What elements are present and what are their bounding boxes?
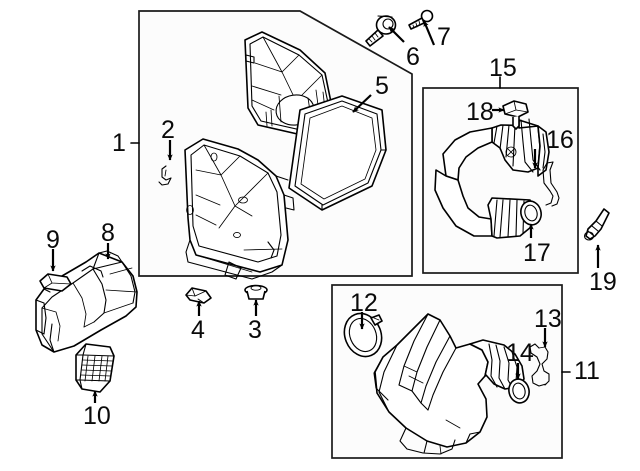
duct-clip-9 [39,273,72,292]
arrow-5 [352,94,372,113]
callout-3[interactable]: 3 [248,316,262,344]
bracket-clip-4 [185,287,212,304]
callout-12[interactable]: 12 [350,289,378,317]
callout-13[interactable]: 13 [534,305,562,333]
intake-grille-10 [75,343,115,393]
resonator-body [373,313,525,455]
vent-valve-19 [583,208,610,241]
mounting-bolt-large [365,15,397,47]
intake-hose [434,118,550,239]
callout-11[interactable]: 11 [574,357,600,385]
callout-7[interactable]: 7 [437,23,451,51]
callout-4[interactable]: 4 [191,316,205,344]
grommet-mount-3 [244,284,268,300]
callout-8[interactable]: 8 [101,219,115,247]
retaining-clip-2 [158,165,172,186]
screw-small [408,9,434,30]
sealing-ring-17 [520,200,542,226]
leader-arrows [50,20,601,403]
hose-clamp-12 [343,312,383,358]
callout-10[interactable]: 10 [83,402,111,430]
callout-19[interactable]: 19 [589,268,617,296]
callout-5[interactable]: 5 [375,72,389,100]
air-intake-duct-8 [35,250,138,353]
retainer-clip-16 [542,161,560,207]
arrow-6 [388,26,405,43]
air-filter-element [288,95,387,211]
callout-6[interactable]: 6 [406,43,420,71]
callout-15[interactable]: 15 [489,54,517,82]
o-ring-seal-14 [508,378,530,404]
callout-14[interactable]: 14 [506,339,534,367]
callout-1[interactable]: 1 [112,129,126,157]
air-cleaner-lower-housing [184,138,295,280]
mass-air-flow-sensor [502,100,529,130]
arrow-7 [422,20,436,46]
callout-18[interactable]: 18 [466,98,494,126]
callout-16[interactable]: 16 [546,126,574,154]
callout-2[interactable]: 2 [161,116,175,144]
callout-9[interactable]: 9 [46,226,60,254]
callout-17[interactable]: 17 [523,239,551,267]
